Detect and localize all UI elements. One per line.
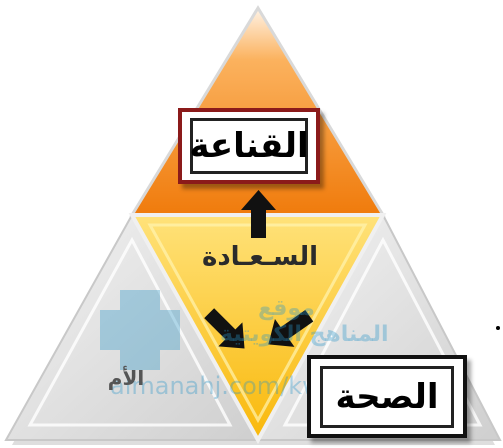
watermark-logo-icon xyxy=(100,290,180,370)
top-label-box: القناعة xyxy=(178,108,320,184)
left-label: الأم xyxy=(107,366,145,390)
down-right-arrow xyxy=(268,309,314,347)
top-label: القناعة xyxy=(189,126,309,166)
stray-dot xyxy=(496,326,500,330)
watermark-url: almanahj.com/kw xyxy=(110,372,322,400)
watermark-text: المناهج الكويتية xyxy=(220,322,389,347)
left-triangle-highlight xyxy=(27,236,233,427)
right-label-inner: الصحة xyxy=(320,365,454,428)
top-label-inner: القناعة xyxy=(189,118,309,174)
right-label-box: الصحة xyxy=(307,355,467,438)
center-label: السـعـادة xyxy=(201,242,319,272)
up-arrow xyxy=(241,190,276,238)
right-label: الصحة xyxy=(335,376,439,417)
watermark-text: موقع xyxy=(258,296,315,321)
down-left-arrow xyxy=(204,308,245,349)
